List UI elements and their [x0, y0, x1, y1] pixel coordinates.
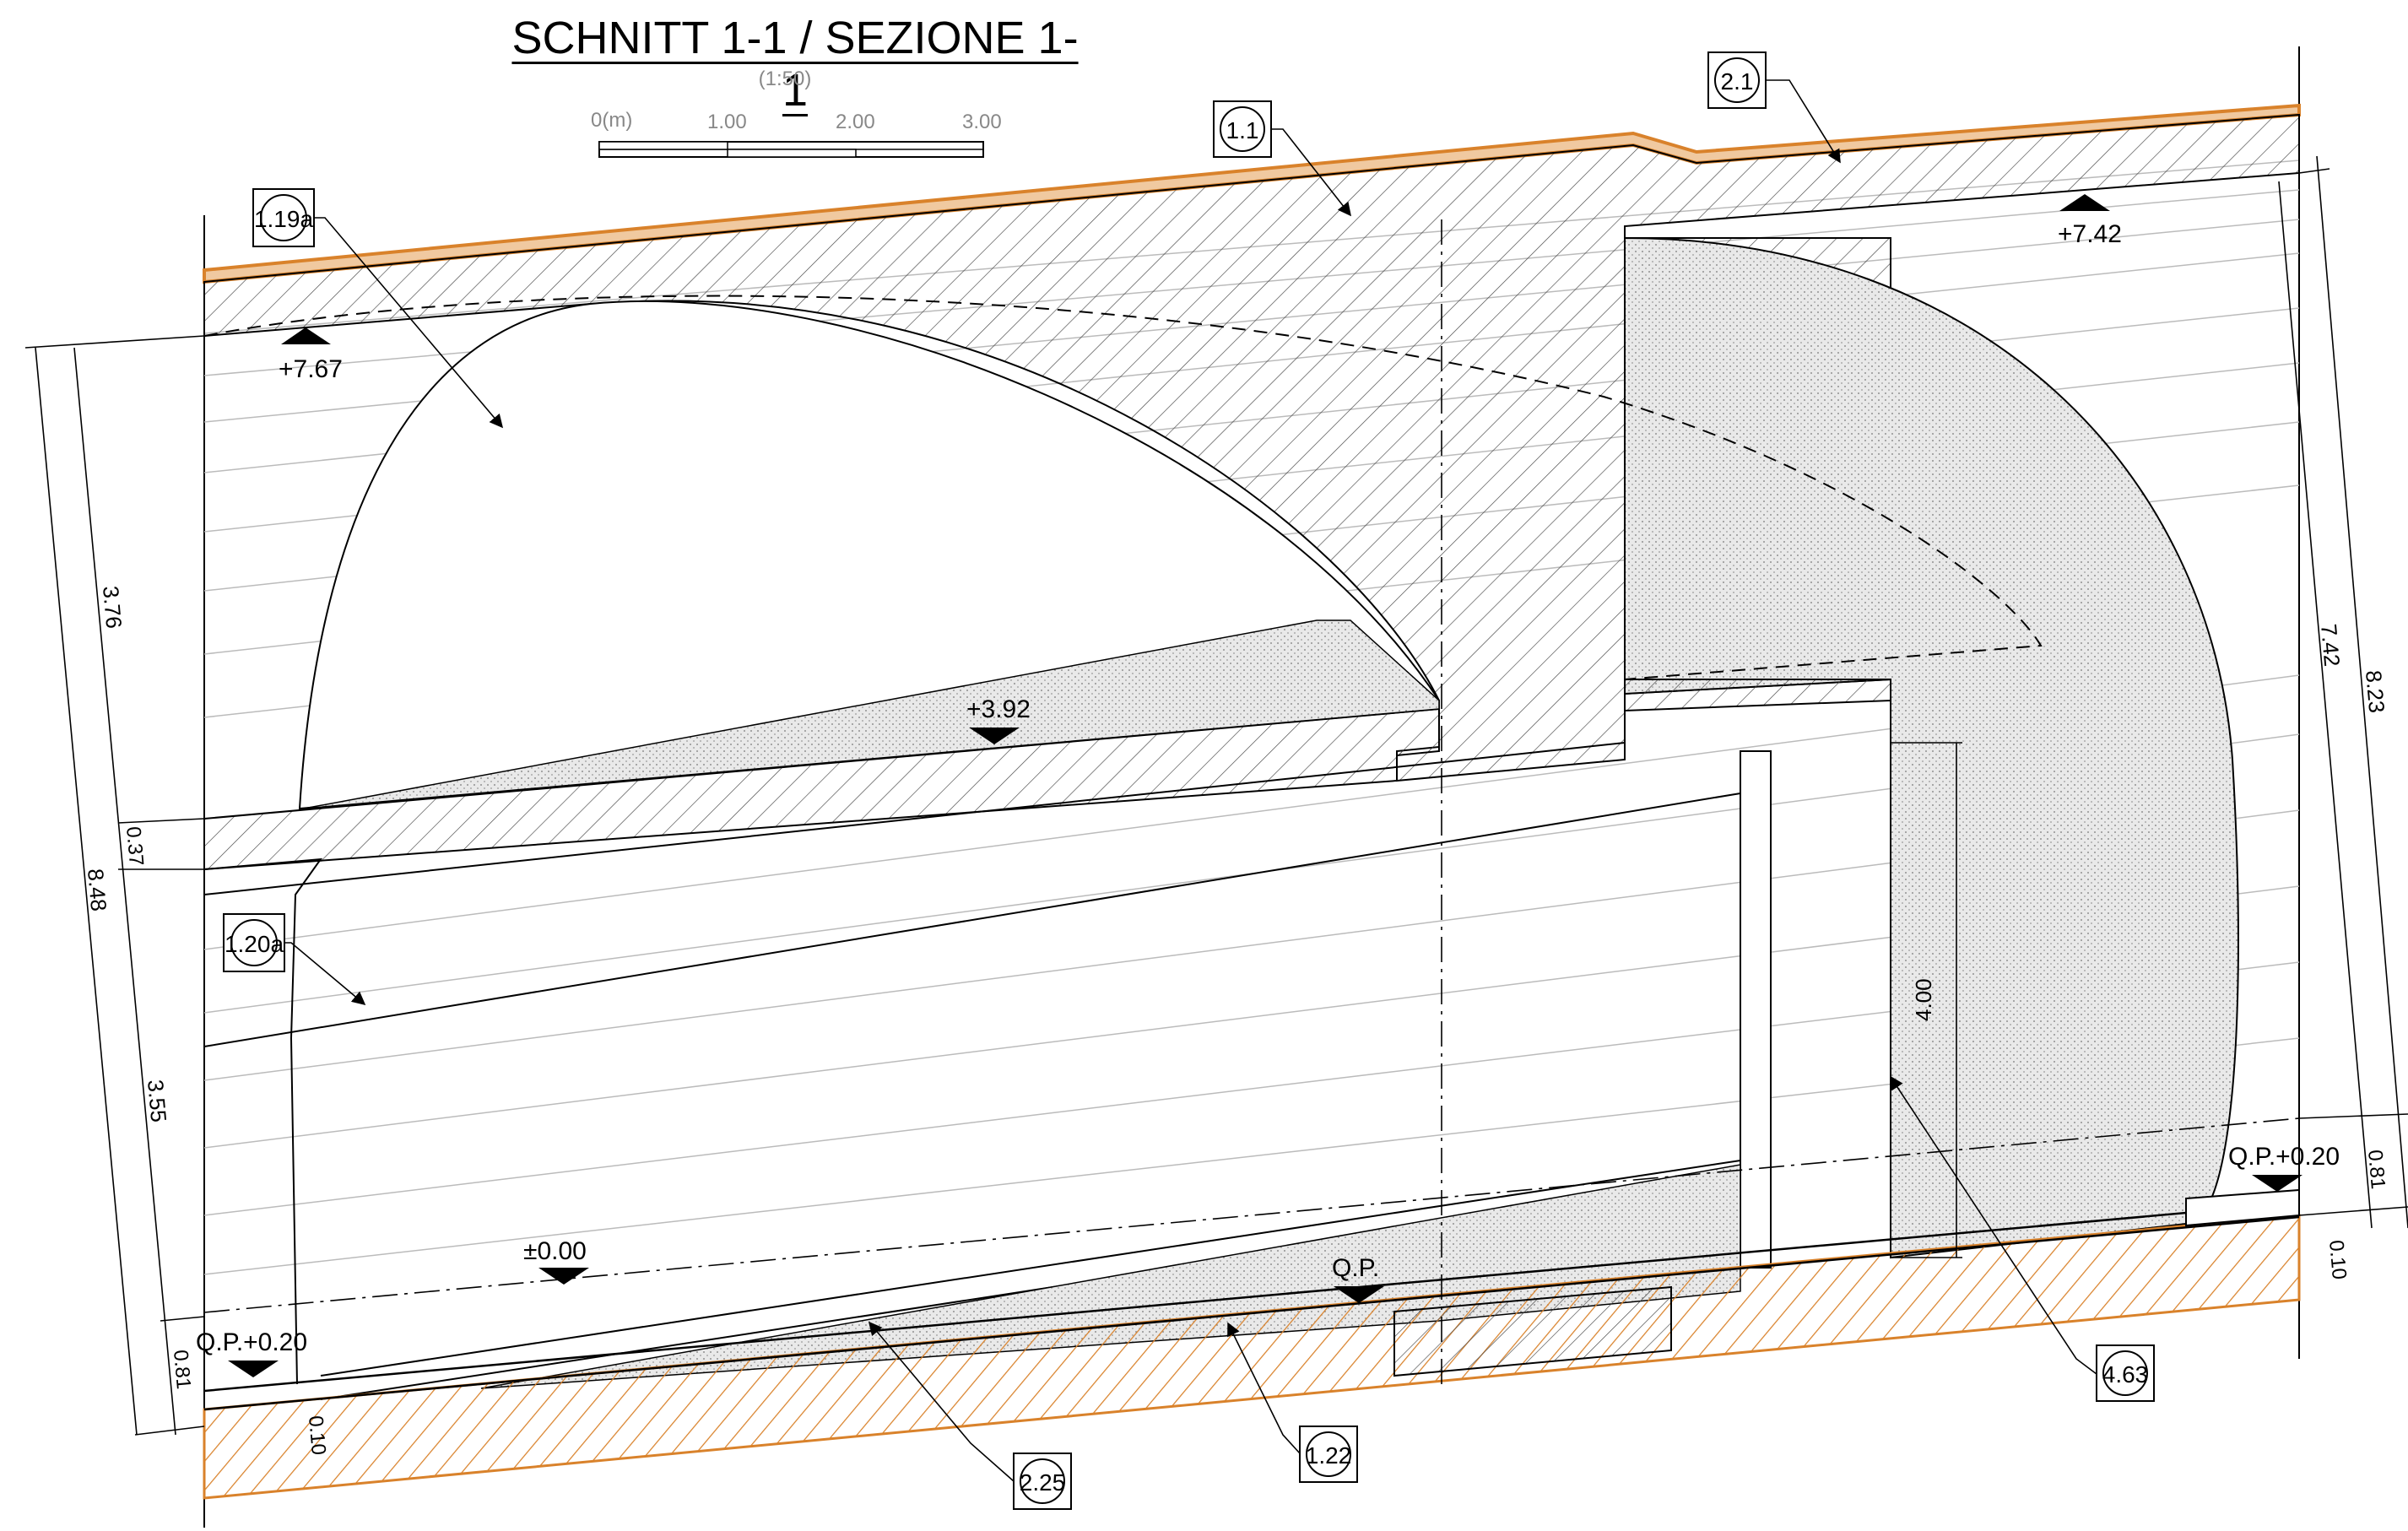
svg-text:±0.00: ±0.00 — [523, 1237, 587, 1265]
dashed-arch-line — [203, 295, 2043, 680]
callout-1-22: 1.22 — [1299, 1426, 1358, 1483]
column-dimension: 4.00 — [1891, 742, 1962, 1258]
svg-text:2.25: 2.25 — [1020, 1469, 1066, 1496]
left-wall-profile — [203, 857, 323, 1385]
elevation-marker-top-left: +7.67 — [279, 327, 343, 383]
svg-text:3.76: 3.76 — [98, 585, 127, 630]
scalebar-label-2: 2.00 — [836, 111, 875, 133]
svg-text:8.48: 8.48 — [83, 868, 111, 912]
svg-text:+7.42: +7.42 — [2058, 220, 2122, 248]
svg-text:0.37: 0.37 — [122, 825, 148, 867]
right-ledge — [1624, 679, 1891, 743]
scalebar-label-0: 0(m) — [591, 109, 632, 132]
axis-dashdot-zero — [203, 1117, 2300, 1313]
foundation-block — [1393, 1285, 1672, 1377]
callout-2-1: 2.1 — [1707, 51, 1767, 109]
svg-text:1.19a: 1.19a — [254, 206, 313, 232]
ground-top-line — [203, 1201, 2300, 1411]
scale-bar: 0(m) 1.00 2.00 3.00 — [591, 109, 1002, 158]
elevation-marker-qp: Q.P. — [1332, 1254, 1384, 1303]
right-dimension-labels: 7.42 8.23 0.81 0.10 — [2316, 623, 2389, 1280]
callout-4-63: 4.63 — [2096, 1344, 2155, 1402]
svg-text:1.1: 1.1 — [1226, 117, 1259, 143]
svg-text:7.42: 7.42 — [2316, 623, 2345, 668]
left-dimension-chain — [24, 335, 205, 1436]
callout-2-25: 2.25 — [1013, 1453, 1072, 1510]
drawing-title: SCHNITT 1-1 / SEZIONE 1-1 — [511, 13, 1079, 116]
right-dimension-chain — [2278, 155, 2408, 1229]
svg-text:0.81: 0.81 — [2363, 1149, 2389, 1190]
svg-text:Q.P.+0.20: Q.P.+0.20 — [2228, 1143, 2340, 1171]
callout-1-20a: 1.20a — [223, 913, 285, 972]
callout-1-19a: 1.19a — [252, 188, 315, 247]
svg-text:0.10: 0.10 — [304, 1415, 330, 1456]
svg-text:3.55: 3.55 — [143, 1079, 171, 1123]
svg-text:+3.92: +3.92 — [966, 695, 1031, 723]
elevation-marker-qp-left: Q.P.+0.20 — [196, 1328, 307, 1377]
column-wall — [1740, 750, 1772, 1269]
callout-leaders — [284, 79, 2097, 1482]
svg-text:Q.P.+0.20: Q.P.+0.20 — [196, 1328, 307, 1356]
lower-ramp — [203, 742, 1741, 1400]
svg-text:1.22: 1.22 — [1306, 1442, 1352, 1469]
svg-text:Q.P.: Q.P. — [1332, 1254, 1379, 1282]
scalebar-label-1: 1.00 — [707, 111, 747, 133]
svg-text:0.10: 0.10 — [2324, 1239, 2351, 1280]
svg-text:2.1: 2.1 — [1721, 68, 1754, 95]
svg-text:8.23: 8.23 — [2361, 669, 2389, 714]
elevation-marker-qp-right: Q.P.+0.20 — [2228, 1143, 2340, 1192]
slab-fill-wedge — [303, 619, 1440, 809]
fill-zone-right — [1624, 236, 2239, 1259]
elevation-marker-zero: ±0.00 — [523, 1237, 589, 1285]
svg-text:0.81: 0.81 — [169, 1349, 195, 1390]
svg-text:+7.67: +7.67 — [279, 355, 343, 383]
svg-text:1.20a: 1.20a — [225, 931, 284, 957]
left-dimension-labels: 3.76 0.37 8.48 3.55 0.81 0.10 — [83, 585, 330, 1456]
elevation-marker-top-right: +7.42 — [2058, 194, 2122, 248]
ground-slab — [203, 1214, 2301, 1500]
scale-ratio: (1:50) — [758, 68, 812, 90]
elevation-marker-mid: +3.92 — [966, 695, 1031, 744]
svg-text:4.00: 4.00 — [1911, 978, 1936, 1021]
svg-text:4.63: 4.63 — [2102, 1361, 2149, 1388]
scalebar-label-3: 3.00 — [962, 111, 1002, 133]
callout-1-1: 1.1 — [1213, 100, 1272, 158]
